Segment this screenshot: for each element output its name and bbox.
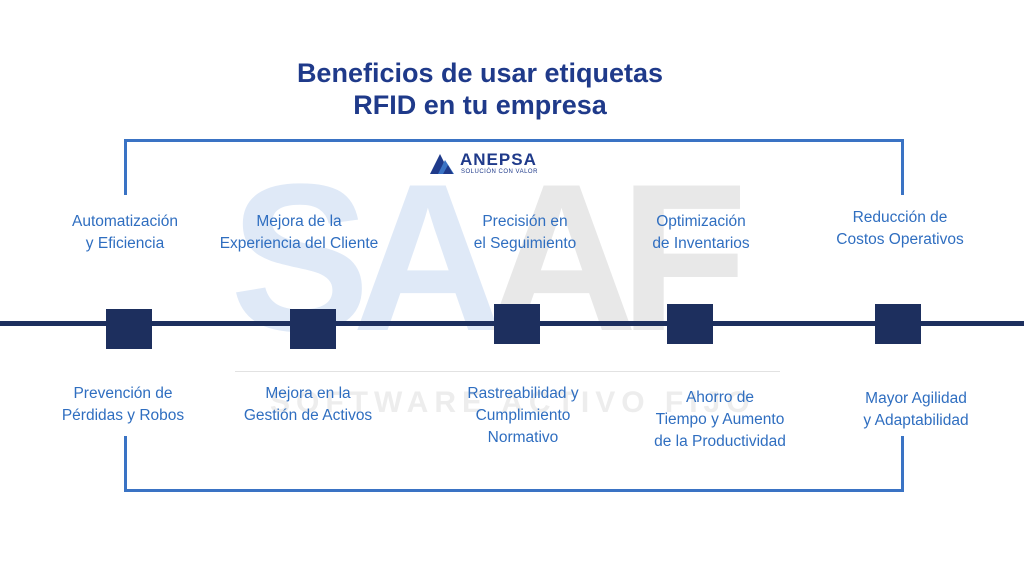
timeline-node-1 xyxy=(106,309,152,349)
timeline-node-5 xyxy=(875,304,921,344)
benefit-top-1: Automatización y Eficiencia xyxy=(72,213,178,252)
benefit-top-3: Precisión en el Seguimiento xyxy=(473,213,577,252)
benefit-top-5: Reducción de Costos Operativos xyxy=(836,209,964,248)
title-line-1: Beneficios de usar etiquetas xyxy=(296,58,664,88)
benefit-top-4: Optimización de Inventarios xyxy=(652,213,750,252)
logo-tagline: SOLUCIÓN CON VALOR xyxy=(461,169,538,175)
timeline-node-3 xyxy=(494,304,540,344)
anepsa-logo: ANEPSA SOLUCIÓN CON VALOR xyxy=(428,150,548,180)
anepsa-mountain-logo-icon xyxy=(430,154,454,174)
timeline-node-2 xyxy=(290,309,336,349)
benefit-bottom-2: Mejora en la Gestión de Activos xyxy=(243,385,373,424)
timeline-node-4 xyxy=(667,304,713,344)
frame-top-bracket xyxy=(124,139,904,195)
benefit-bottom-3: Rastreabilidad y Cumplimiento Normativo xyxy=(467,385,579,446)
title-line-2: RFID en tu empresa xyxy=(353,90,607,120)
benefit-bottom-4: Ahorro de Tiempo y Aumento de la Product… xyxy=(654,389,786,450)
watermark-rule xyxy=(235,371,780,372)
page-title: Beneficios de usar etiquetas RFID en tu … xyxy=(230,57,730,121)
logo-name: ANEPSA xyxy=(460,150,537,169)
benefit-bottom-5: Mayor Agilidad y Adaptabilidad xyxy=(863,390,969,429)
benefit-bottom-1: Prevención de Pérdidas y Robos xyxy=(61,385,185,424)
frame-bottom-bracket xyxy=(124,436,904,492)
benefit-top-2: Mejora de la Experiencia del Cliente xyxy=(219,213,379,252)
